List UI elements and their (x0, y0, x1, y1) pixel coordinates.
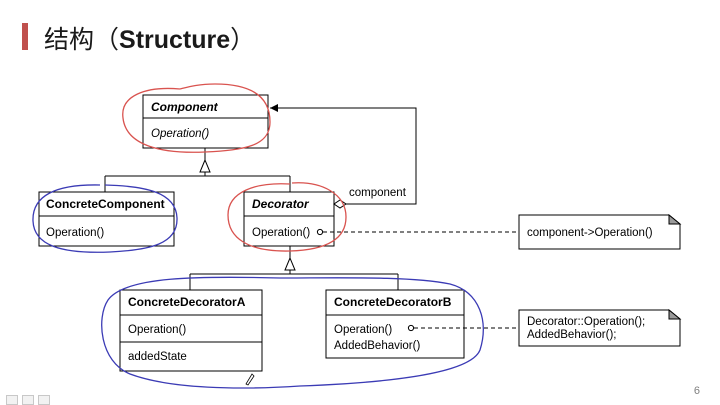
title-suffix: ） (230, 26, 256, 54)
decorator-b-note-line2: AddedBehavior(); (527, 329, 617, 341)
decorator-b-note-line1: Decorator::Operation(); (527, 316, 645, 328)
concrete-component-class: ConcreteComponent Operation() (38, 191, 175, 247)
concrete-component-name: ConcreteComponent (46, 197, 165, 211)
slide-toolbar (6, 393, 56, 405)
association-label: component (349, 187, 407, 199)
pen-cursor-icon (245, 373, 255, 386)
concrete-decorator-a-attribute: addedState (128, 351, 187, 363)
component-name: Component (151, 100, 219, 114)
decorator-b-note-link (407, 324, 519, 332)
next-slide-icon[interactable] (38, 395, 50, 405)
concrete-decorator-b-class: ConcreteDecoratorB Operation() AddedBeha… (325, 289, 465, 359)
decorator-operation: Operation() (252, 227, 310, 239)
concrete-decorator-b-operation: Operation() (334, 324, 392, 336)
red-annotation-component (122, 83, 271, 153)
inheritance-decorator (189, 246, 399, 290)
title-bold: Structure (119, 26, 231, 54)
slide-title: 结构（Structure） (44, 20, 255, 56)
concrete-decorator-b-name: ConcreteDecoratorB (334, 295, 452, 309)
concrete-decorator-a-class: ConcreteDecoratorA Operation() addedStat… (119, 289, 263, 372)
decorator-b-note: Decorator::Operation(); AddedBehavior(); (518, 308, 682, 347)
decorator-name: Decorator (252, 197, 310, 211)
menu-icon[interactable] (22, 395, 34, 405)
concrete-component-operation: Operation() (46, 227, 104, 239)
component-operation: Operation() (151, 128, 209, 140)
concrete-decorator-b-extra: AddedBehavior() (334, 340, 420, 352)
decorator-note-text: component->Operation() (527, 227, 653, 239)
red-annotation-decorator (227, 182, 347, 252)
component-class: Component Operation() (142, 94, 269, 149)
concrete-decorator-a-operation: Operation() (128, 324, 186, 336)
blue-annotation-concrete-component (32, 184, 178, 253)
title-prefix: 结构（ (44, 26, 120, 54)
pen-tool-icon[interactable] (6, 395, 18, 405)
decorator-note: component->Operation() (518, 213, 682, 250)
concrete-decorator-a-name: ConcreteDecoratorA (128, 295, 246, 309)
blue-annotation-concrete-decorators (101, 276, 484, 389)
aggregation-component: component (270, 104, 417, 209)
page-number: 6 (693, 385, 700, 397)
decorator-class: Decorator Operation() (243, 191, 335, 247)
title-accent-bar (22, 23, 28, 50)
decorator-note-link (316, 228, 519, 236)
inheritance-component (104, 148, 291, 192)
